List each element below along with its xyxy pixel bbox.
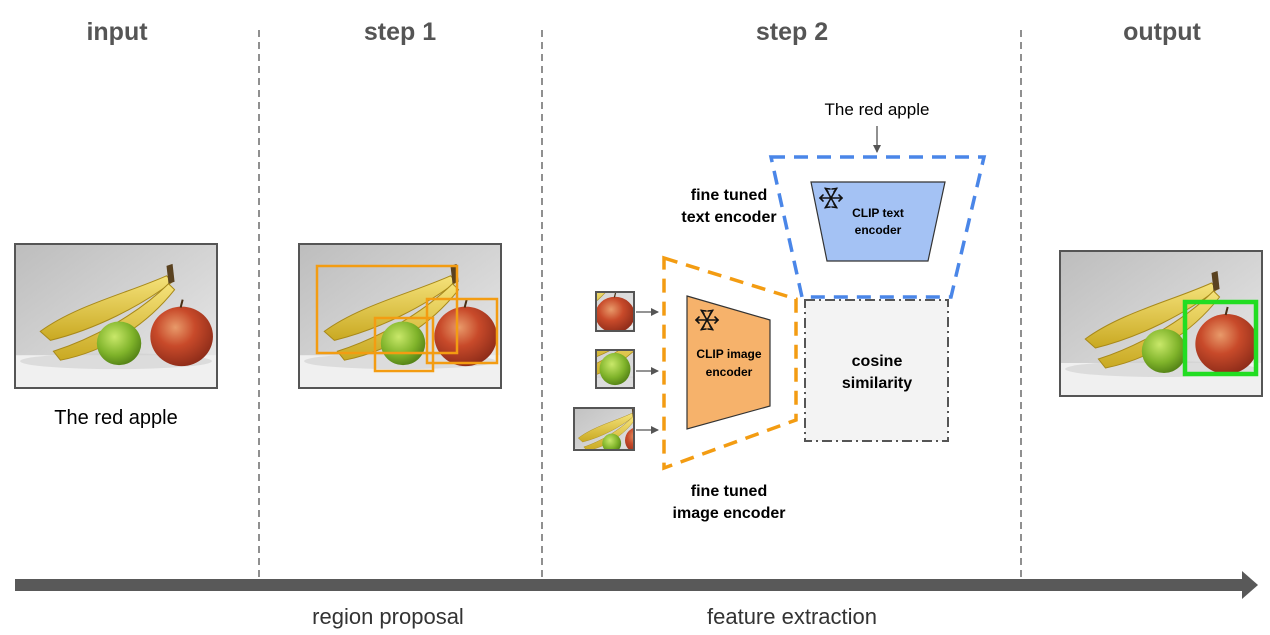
- output-image: [1059, 250, 1263, 397]
- header-step-2: step 2: [756, 18, 828, 46]
- proposal-image: [298, 243, 502, 389]
- crop-thumbnail-bananas: [573, 407, 635, 451]
- output-box: [1182, 299, 1259, 377]
- header-step-1: step 1: [364, 18, 436, 46]
- cosine-similarity-label: cosine: [852, 353, 903, 370]
- cosine-similarity-label: similarity: [842, 375, 912, 392]
- clip-text-encoder-label: encoder: [855, 223, 902, 237]
- proposal-box: [373, 316, 435, 373]
- stage-feature-extraction: feature extraction: [707, 604, 877, 629]
- clip-image-encoder-label: CLIP image: [696, 347, 761, 361]
- timeline-arrow: [15, 571, 1258, 599]
- clip-text-encoder-label: CLIP text: [852, 206, 904, 220]
- snowflake-icon: [818, 187, 844, 209]
- clip-text-encoder: [810, 181, 946, 262]
- stage-region-proposal: region proposal: [312, 604, 464, 629]
- fine-tuned-image-encoder-frame: [662, 255, 798, 471]
- input-image: [14, 243, 218, 389]
- proposal-box: [425, 297, 499, 365]
- fine-tuned-image-encoder-label: fine tuned: [691, 483, 767, 500]
- fine-tuned-text-encoder-frame: [768, 155, 987, 299]
- clip-image-encoder-label: encoder: [706, 365, 753, 379]
- cosine-similarity-box: [804, 299, 949, 442]
- fine-tuned-image-encoder-label: image encoder: [673, 505, 786, 522]
- crop-thumbnail-lime: [595, 349, 635, 389]
- fine-tuned-text-encoder-label: text encoder: [681, 209, 776, 226]
- fine-tuned-text-encoder-label: fine tuned: [691, 187, 767, 204]
- header-input: input: [86, 18, 148, 46]
- crop-thumbnail-apple: [595, 291, 635, 332]
- query-text: The red apple: [825, 100, 930, 119]
- header-output: output: [1123, 18, 1201, 46]
- snowflake-icon: [694, 309, 720, 331]
- proposal-box: [315, 264, 459, 355]
- clip-image-encoder: [686, 295, 771, 430]
- input-caption: The red apple: [54, 407, 177, 429]
